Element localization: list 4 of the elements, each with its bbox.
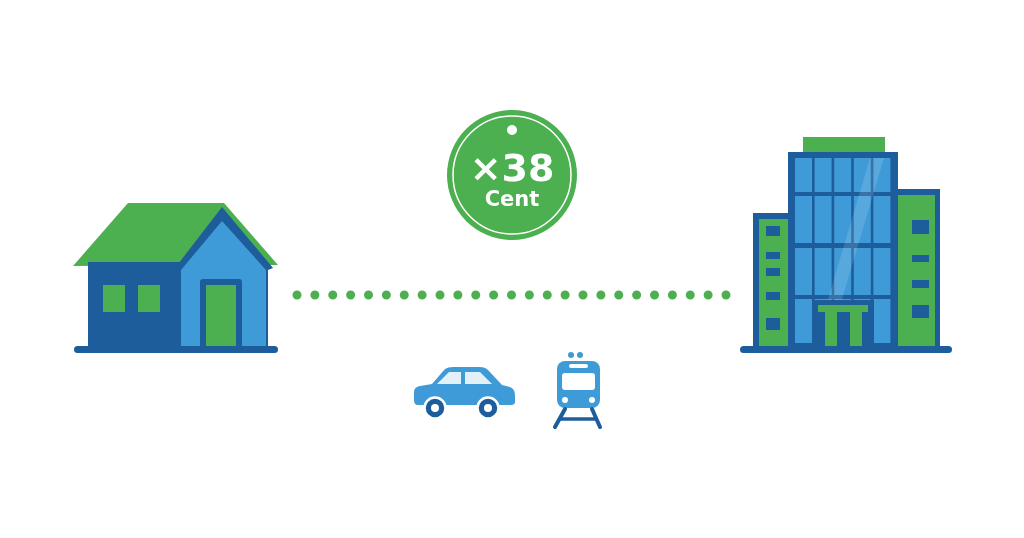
unit-text: Cent — [484, 188, 540, 210]
office-building-illustration — [740, 136, 954, 356]
value-text: ×38 — [469, 149, 555, 187]
house-illustration — [72, 200, 280, 356]
